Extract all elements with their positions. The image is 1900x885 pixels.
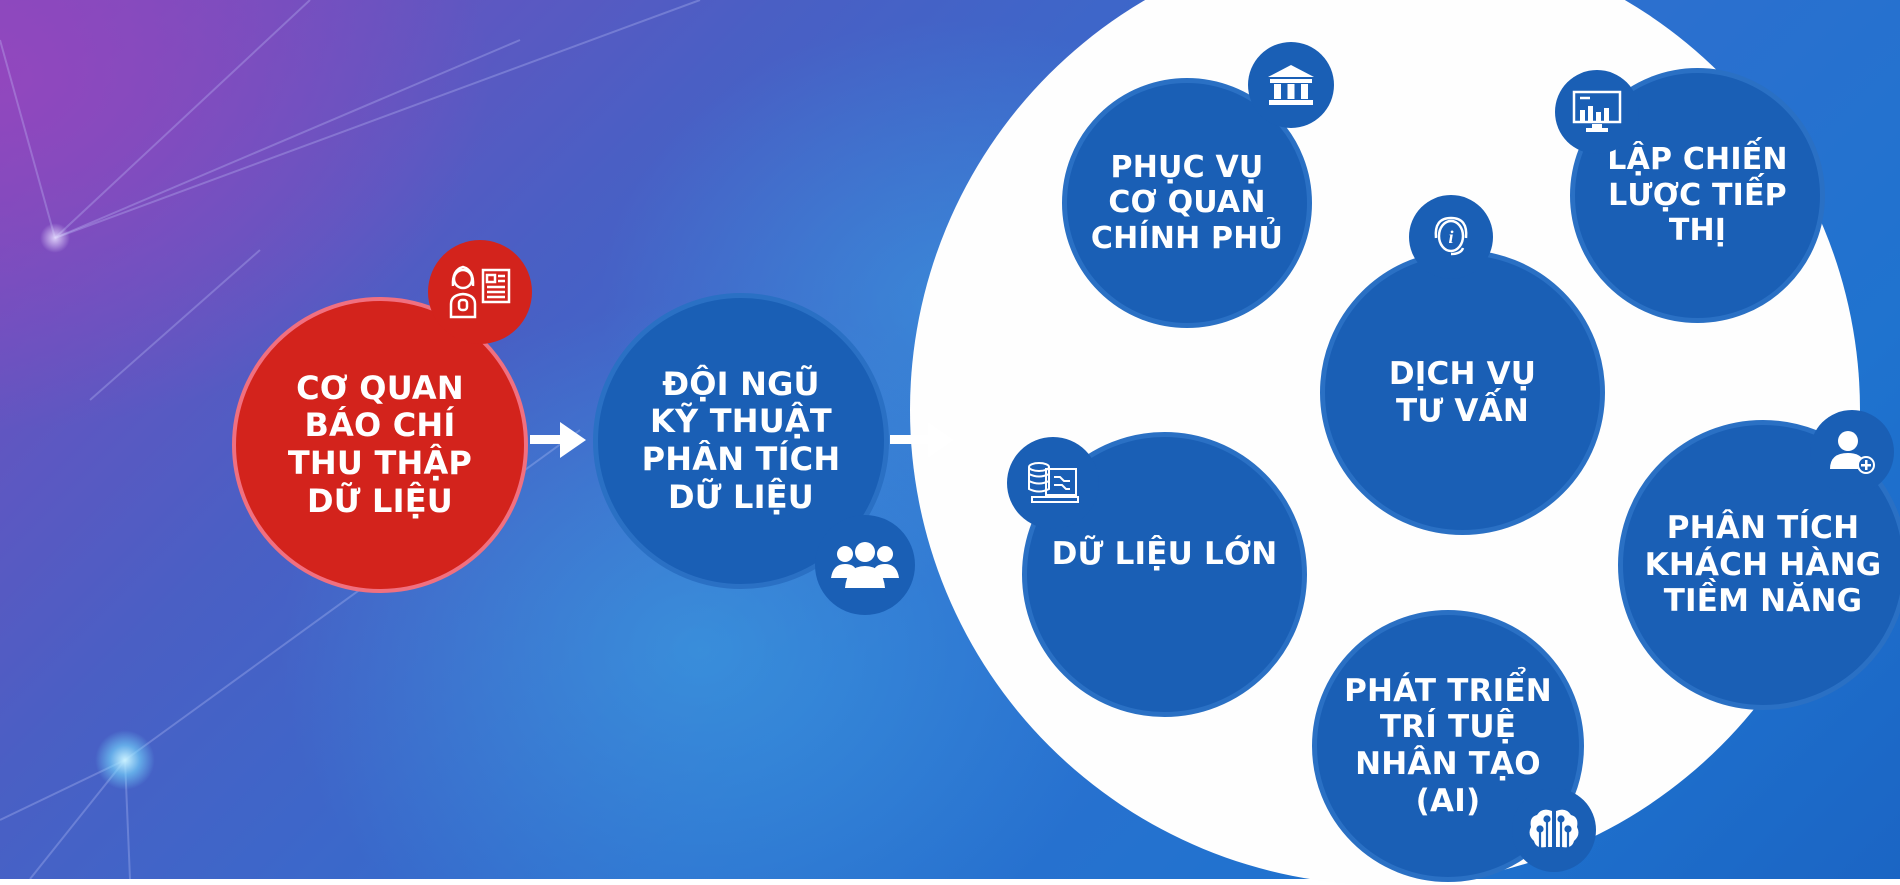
arrow-right-icon xyxy=(890,422,954,458)
source-bubble-press-agency: CƠ QUAN BÁO CHÍ THU THẬP DỮ LIỆU xyxy=(232,297,528,593)
output-bubble-consulting: DỊCH VỤ TƯ VẤN xyxy=(1320,250,1605,535)
team-users-icon xyxy=(815,515,915,615)
output-bubble-marketing: LẬP CHIẾN LƯỢC TIẾP THỊ xyxy=(1570,68,1825,323)
user-add-icon xyxy=(1810,410,1894,494)
glow-dot xyxy=(40,223,70,253)
ai-label: PHÁT TRIỂN TRÍ TUỆ NHÂN TẠO (AI) xyxy=(1344,672,1552,819)
big-data-label: DỮ LIỆU LỚN xyxy=(1051,536,1278,573)
team-label: ĐỘI NGŨ KỸ THUẬT PHÂN TÍCH DỮ LIỆU xyxy=(641,364,841,516)
brain-circuit-icon xyxy=(1512,788,1596,872)
arrow-right-icon xyxy=(530,422,586,458)
database-laptop-icon xyxy=(1007,437,1099,529)
government-building-icon xyxy=(1248,42,1334,128)
glow-dot xyxy=(95,730,155,790)
svg-text:i: i xyxy=(1448,227,1453,247)
consulting-label: DỊCH VỤ TƯ VẤN xyxy=(1388,355,1537,429)
output-bubble-ai: PHÁT TRIỂN TRÍ TUỆ NHÂN TẠO (AI) xyxy=(1312,610,1584,882)
output-bubble-potential-customers: PHÂN TÍCH KHÁCH HÀNG TIỀM NĂNG xyxy=(1618,420,1900,710)
customers-label: PHÂN TÍCH KHÁCH HÀNG TIỀM NĂNG xyxy=(1644,510,1882,620)
source-label: CƠ QUAN BÁO CHÍ THU THẬP DỮ LIỆU xyxy=(287,368,473,520)
output-bubble-big-data: DỮ LIỆU LỚN xyxy=(1022,432,1307,717)
monitor-chart-icon xyxy=(1555,70,1639,154)
info-headset-icon: i xyxy=(1409,195,1493,279)
journalist-newspaper-icon xyxy=(428,240,532,344)
government-label: PHỤC VỤ CƠ QUAN CHÍNH PHỦ xyxy=(1090,149,1284,256)
marketing-label: LẬP CHIẾN LƯỢC TIẾP THỊ xyxy=(1607,142,1788,249)
